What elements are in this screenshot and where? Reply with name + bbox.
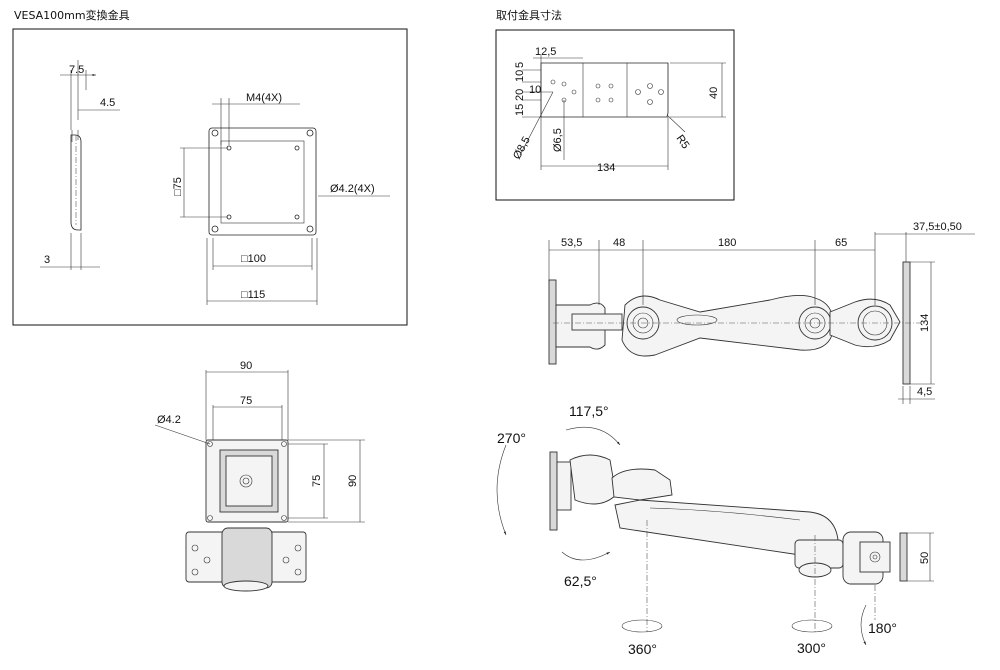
arm-dim-45: 4,5: [917, 386, 932, 398]
front-h75: 75: [311, 475, 323, 487]
arm-dim-48: 48: [613, 237, 625, 249]
bracket-d125: 12,5: [535, 46, 556, 58]
angle-180: 180°: [868, 620, 897, 636]
side-h50: 50: [919, 552, 931, 564]
bracket-panel-frame: [495, 29, 735, 201]
bracket-r5: R5: [674, 133, 692, 151]
angle-300: 300°: [797, 640, 826, 656]
vesa-plate: [180, 98, 390, 305]
arm-dim-375: 37,5±0,50: [913, 221, 962, 233]
vesa-side-dim-mid: 4.5: [100, 97, 115, 109]
bracket-d40: 40: [708, 87, 720, 99]
bracket-d65: Ø6,5: [552, 128, 564, 152]
bracket-d20: 20: [514, 89, 526, 101]
arm-dim-65: 65: [835, 237, 847, 249]
front-w75: 75: [240, 395, 252, 407]
arm-top-dims: [548, 232, 975, 404]
bracket-d134: 134: [597, 162, 615, 174]
bracket-d5: 5: [514, 62, 526, 68]
arm-side-view: [496, 426, 934, 646]
vesa-sq75-label: □75: [172, 177, 184, 196]
angle-270: 270°: [497, 430, 526, 446]
front-view: [154, 370, 365, 592]
angle-1175: 117,5°: [569, 403, 609, 419]
vesa-sq100-label: □100: [241, 253, 266, 265]
vesa-side-dim-top: 7.5: [69, 64, 84, 76]
bracket-title: 取付金具寸法: [496, 8, 562, 22]
arm-dim-180: 180: [718, 237, 736, 249]
angle-360: 360°: [628, 641, 657, 657]
vesa-hole2-label: Ø4.2(4X): [330, 183, 375, 195]
front-w90: 90: [240, 360, 252, 372]
arm-top-view: [548, 261, 920, 385]
bracket-plate: [519, 55, 726, 170]
vesa-side-dim-bottom: 3: [44, 254, 50, 266]
vesa-panel-frame: [12, 28, 408, 326]
bracket-d10a: 10: [514, 70, 526, 82]
bracket-d85: Ø8,5: [511, 135, 533, 162]
angle-625: 62,5°: [564, 573, 597, 589]
vesa-side-profile: [40, 60, 120, 270]
arm-dim-134: 134: [919, 314, 931, 332]
vesa-sq115-label: □115: [241, 289, 265, 301]
arm-dim-535: 53,5: [561, 237, 582, 249]
front-h90: 90: [347, 475, 359, 487]
vesa-title: VESA100mm変換金具: [14, 8, 130, 22]
bracket-d15: 15: [514, 104, 526, 116]
bracket-d10b: 10: [529, 84, 541, 96]
front-hole: Ø4.2: [157, 414, 181, 426]
vesa-hole-label: M4(4X): [246, 92, 282, 104]
